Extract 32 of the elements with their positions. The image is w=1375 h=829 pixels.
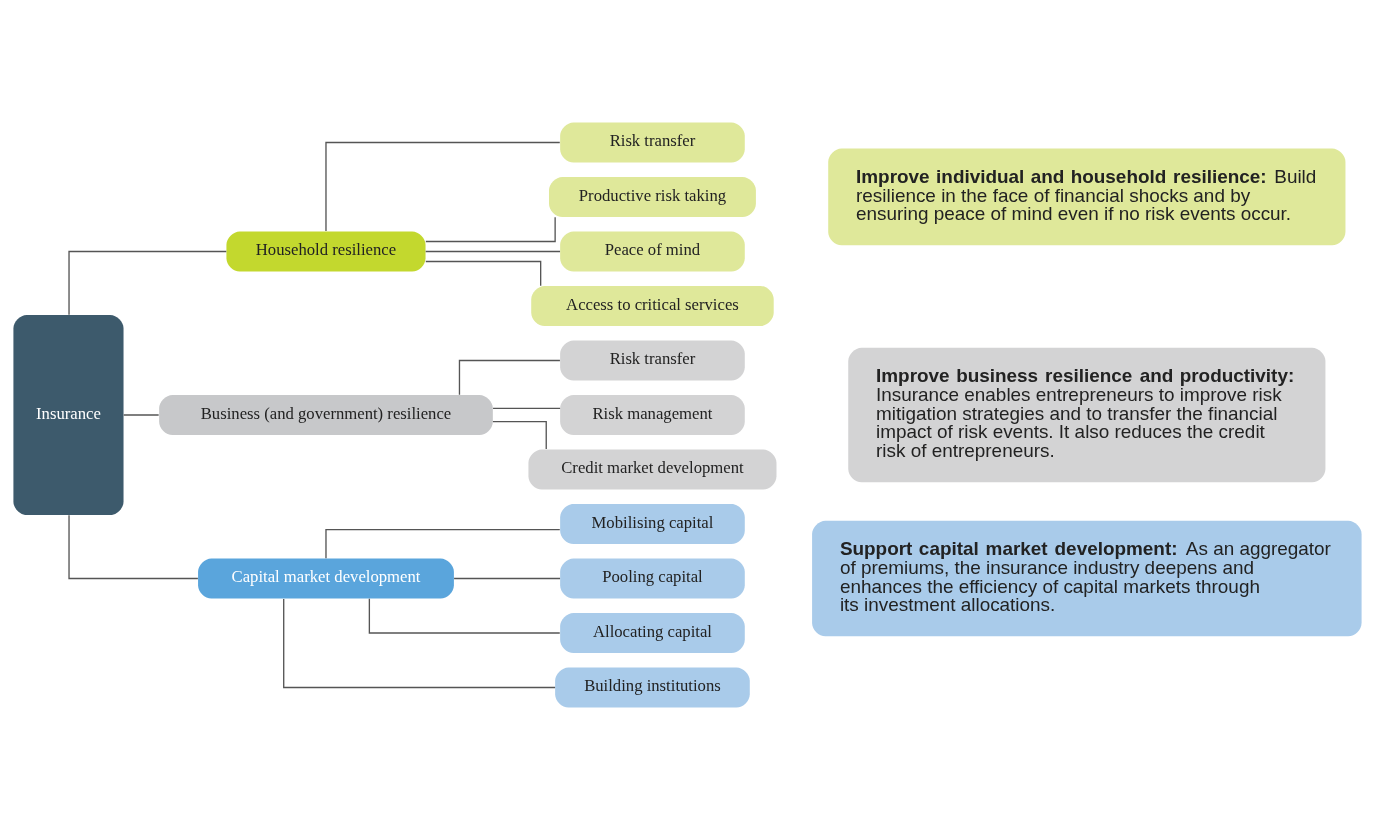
connector	[425, 215, 556, 242]
node-box: Household resilience	[226, 230, 426, 271]
node-box: Allocating capital	[560, 612, 745, 653]
node-box: Mobilising capital	[560, 503, 745, 544]
node-box: Improve business resilience and productivity: Insurance enables entrepreneurs to improve risk mitigation strategies and to transfer the financial impact of risk events. It also reduces the credit risk of entrepreneurs.	[848, 347, 1326, 482]
connector	[492, 420, 547, 450]
connector	[368, 597, 561, 634]
connector	[68, 250, 227, 315]
node-box: Productive risk taking	[549, 176, 756, 217]
node-box: Building institutions	[555, 667, 750, 708]
node-box: Risk transfer	[560, 121, 745, 162]
node-box: Pooling capital	[560, 558, 745, 599]
connector	[325, 528, 561, 559]
node-box: Support capital market development: As an aggregator of premiums, the insurance industry deepens and enhances the efficiency of capital markets through its investment allocations.	[812, 520, 1362, 636]
connector	[325, 141, 561, 232]
node-box: Business (and government) resilience	[159, 394, 493, 435]
connector	[492, 407, 561, 409]
node-box: Access to critical services	[531, 285, 774, 326]
node-box: Credit market development	[528, 449, 777, 490]
node-box: Peace of mind	[560, 230, 745, 271]
connector	[425, 250, 561, 252]
connector	[283, 597, 556, 688]
node-box: Risk management	[560, 394, 745, 435]
connector	[68, 514, 199, 579]
node-box: Capital market development	[198, 558, 454, 599]
node-box: Insurance	[13, 314, 124, 515]
connector	[425, 260, 542, 286]
node-box: Improve individual and household resilience: Build resilience in the face of financial shocks and by ensuring peace of mind even if no risk events occur.	[828, 148, 1346, 245]
connector	[123, 413, 160, 416]
connector	[453, 577, 561, 579]
node-box: Risk transfer	[560, 339, 745, 380]
connector	[458, 359, 561, 395]
